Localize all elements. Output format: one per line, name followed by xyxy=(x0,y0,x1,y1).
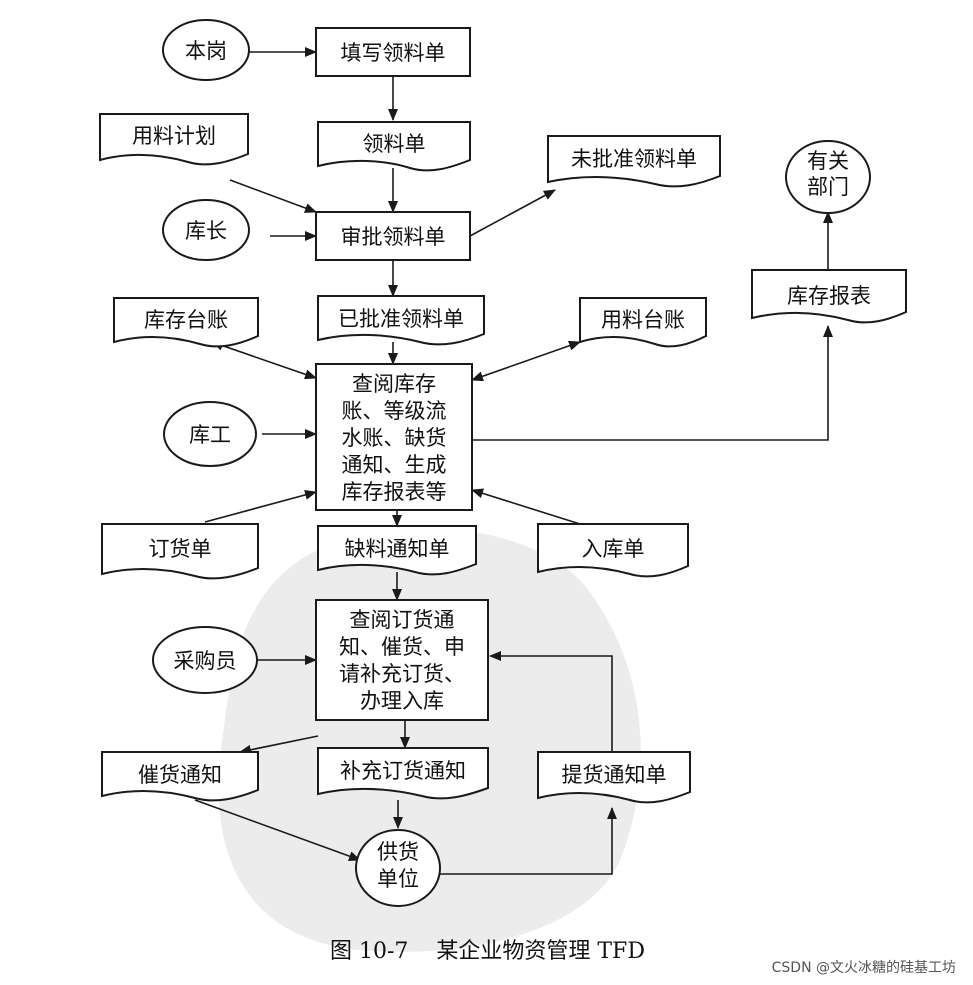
document-yongliao-jihua: 用料计划 xyxy=(99,113,249,166)
process-shenpi-label: 审批领料单 xyxy=(341,225,446,249)
document-yongliao-jihua-label: 用料计划 xyxy=(132,124,216,148)
document-queliao-label: 缺料通知单 xyxy=(345,537,450,561)
process-chayue-kucun: 查阅库存 账、等级流 水账、缺货 通知、生成 库存报表等 xyxy=(315,363,473,511)
document-dinghuodan: 订货单 xyxy=(101,523,259,580)
entity-gonghuo-label-2: 单位 xyxy=(377,867,419,891)
process-chayue-line-4: 通知、生成 xyxy=(342,453,447,477)
process-tianxie: 填写领料单 xyxy=(315,27,471,77)
entity-kuzhang-label: 库长 xyxy=(185,219,227,243)
entity-kugong: 库工 xyxy=(163,401,257,467)
document-lingliaodan: 领料单 xyxy=(317,121,471,172)
document-queliao: 缺料通知单 xyxy=(317,525,477,576)
entity-caigouyuan-label: 采购员 xyxy=(174,649,237,673)
document-kucun-baobiao: 库存报表 xyxy=(751,269,907,324)
process-dinghuo-line-1: 查阅订货通 xyxy=(350,608,455,632)
process-dinghuo-line-4: 办理入库 xyxy=(360,689,444,713)
document-rukudan-label: 入库单 xyxy=(582,537,645,561)
entity-gonghuo-danwei: 供货 单位 xyxy=(355,829,441,907)
process-dinghuo-line-3: 请补充订货、 xyxy=(339,662,465,686)
document-yipi-label: 已批准领料单 xyxy=(338,307,464,331)
document-yongliao-taizhang-label: 用料台账 xyxy=(601,308,685,332)
entity-caigouyuan: 采购员 xyxy=(152,626,258,694)
entity-youguan-bumen: 有关 部门 xyxy=(785,140,871,214)
entity-ben-gang: 本岗 xyxy=(162,19,250,81)
process-chayue-line-2: 账、等级流 xyxy=(342,399,447,423)
document-tihuo-label: 提货通知单 xyxy=(562,763,667,787)
document-buchong-label: 补充订货通知 xyxy=(340,759,466,783)
process-chayue-dinghuo: 查阅订货通 知、催货、申 请补充订货、 办理入库 xyxy=(315,599,489,721)
process-shenpi: 审批领料单 xyxy=(315,211,471,261)
process-tianxie-label: 填写领料单 xyxy=(341,41,446,65)
entity-kuzhang: 库长 xyxy=(162,199,250,261)
document-kucun-taizhang: 库存台账 xyxy=(113,297,259,348)
entity-youguan-label-1: 有关 xyxy=(807,149,849,173)
csdn-watermark: CSDN @文火冰糖的硅基工坊 xyxy=(772,959,956,976)
document-weipi-label: 未批准领料单 xyxy=(571,147,697,171)
document-lingliaodan-label: 领料单 xyxy=(363,132,426,156)
document-cuihuo: 催货通知 xyxy=(101,751,259,802)
document-tihuo: 提货通知单 xyxy=(537,751,691,804)
entity-youguan-label-2: 部门 xyxy=(807,175,849,199)
document-dinghuodan-label: 订货单 xyxy=(149,537,212,561)
entity-ben-gang-label: 本岗 xyxy=(185,39,227,63)
process-chayue-line-1: 查阅库存 xyxy=(352,372,436,396)
document-buchong: 补充订货通知 xyxy=(317,747,489,800)
process-dinghuo-line-2: 知、催货、申 xyxy=(339,635,465,659)
document-kucun-baobiao-label: 库存报表 xyxy=(787,284,871,308)
entity-kugong-label: 库工 xyxy=(189,423,231,447)
process-chayue-line-5: 库存报表等 xyxy=(342,480,447,504)
document-yipi: 已批准领料单 xyxy=(317,295,485,346)
document-kucun-taizhang-label: 库存台账 xyxy=(144,308,228,332)
document-weipi: 未批准领料单 xyxy=(547,135,721,188)
flow-arrows xyxy=(194,47,833,875)
document-rukudan: 入库单 xyxy=(537,523,689,578)
entity-gonghuo-label-1: 供货 xyxy=(377,840,419,864)
document-yongliao-taizhang: 用料台账 xyxy=(579,297,707,348)
figure-caption: 图 10-7 某企业物资管理 TFD xyxy=(330,939,645,964)
process-chayue-line-3: 水账、缺货 xyxy=(342,426,447,450)
document-cuihuo-label: 催货通知 xyxy=(138,763,222,787)
